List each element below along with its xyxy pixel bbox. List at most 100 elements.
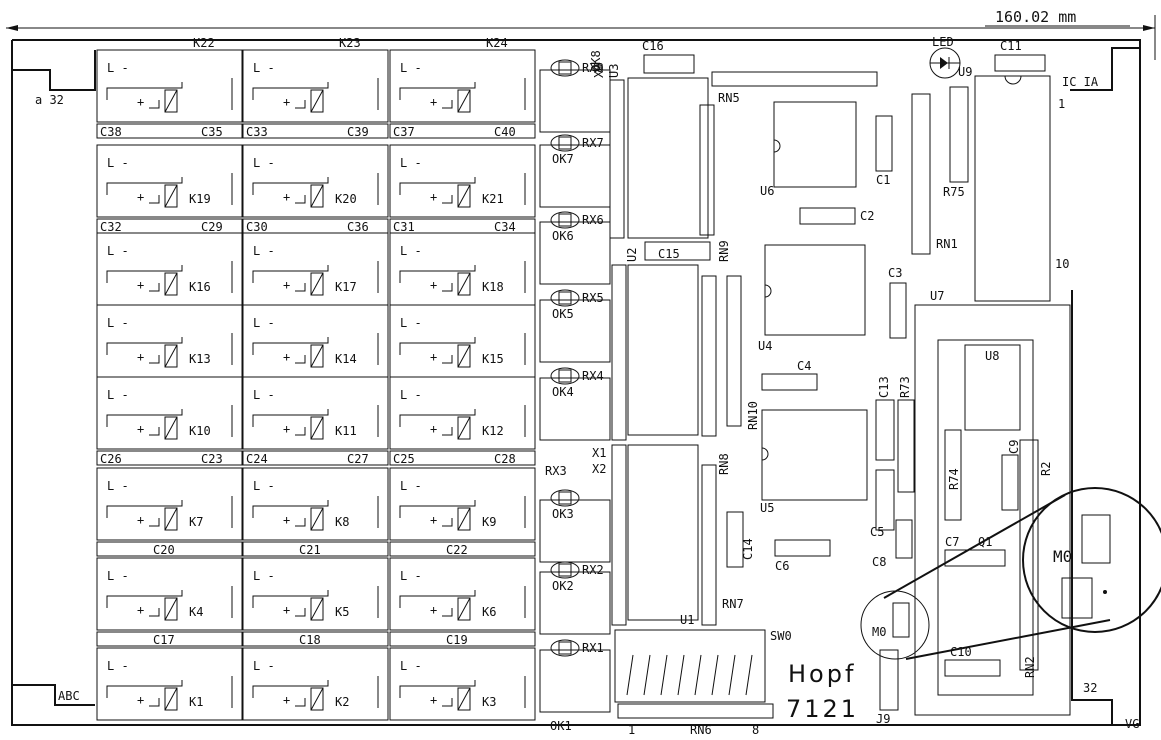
capacitor-c19: C19 <box>389 631 536 647</box>
dip-lever <box>677 654 685 696</box>
relay-label: K10 <box>189 424 211 438</box>
relay-k14: L -+K14 <box>242 304 389 378</box>
relay-k18: L -+K18 <box>389 232 536 306</box>
capacitor-c5 <box>875 469 895 531</box>
label-u5: U5 <box>760 501 774 515</box>
relay-contact-symbol: L - <box>107 388 129 402</box>
capacitor-c10 <box>944 659 1001 677</box>
label-rn2: RN2 <box>1023 656 1037 678</box>
label-c9: C9 <box>1007 440 1021 454</box>
relay-coil-symbol: + <box>430 422 437 436</box>
resistor-r73 <box>897 399 915 493</box>
dip-switch-sw0 <box>614 629 766 703</box>
relay-label: K7 <box>189 515 203 529</box>
relay-k21: L -+K21 <box>389 144 536 218</box>
dip-lever <box>711 654 719 696</box>
relay-k20: L -+K20 <box>242 144 389 218</box>
label-ok4: OK4 <box>552 385 574 399</box>
label-c10: C10 <box>950 645 972 659</box>
relay-contact-symbol: L - <box>253 388 275 402</box>
label-r74: R74 <box>947 468 961 490</box>
relay-coil-symbol: + <box>283 422 290 436</box>
relay-coil-symbol: + <box>430 350 437 364</box>
relay-coil-symbol: + <box>430 190 437 204</box>
relay-k15: L -+K15 <box>389 304 536 378</box>
relay-contact-symbol: L - <box>400 316 422 330</box>
label-u6: U6 <box>760 184 774 198</box>
relay-contact-symbol: L - <box>107 156 129 170</box>
dimension-line: 160.02 mm <box>6 8 1156 60</box>
relay-k10: L -+K10 <box>96 376 243 450</box>
relay-label: K16 <box>189 280 211 294</box>
relay-coil-symbol: + <box>137 603 144 617</box>
relay-label: K3 <box>482 695 496 709</box>
capacitor-c28: C28 <box>389 450 536 466</box>
capacitor-c21: C21 <box>242 541 389 557</box>
relay-label: K8 <box>335 515 349 529</box>
label-r73: R73 <box>898 376 912 398</box>
label-c5: C5 <box>870 525 884 539</box>
relay-label: K12 <box>482 424 504 438</box>
relay-label: K5 <box>335 605 349 619</box>
ic-u6 <box>773 101 857 188</box>
relay-contact-symbol: L - <box>400 479 422 493</box>
ic-u9 <box>974 75 1051 302</box>
capacitor-c23: C23 <box>96 450 243 466</box>
board-outline <box>11 39 1141 726</box>
label-rn8: RN8 <box>717 453 731 475</box>
relay-coil-symbol: + <box>430 603 437 617</box>
capacitor-c7 <box>944 549 1006 567</box>
capacitor-c1 <box>875 115 893 172</box>
edge-label-10: 10 <box>1055 257 1069 271</box>
relay-coil-symbol: + <box>283 603 290 617</box>
label-x2: X2 <box>592 462 606 476</box>
label-rx5: RX5 <box>582 291 604 305</box>
label-rx4: RX4 <box>582 369 604 383</box>
relay-contact-symbol: L - <box>400 659 422 673</box>
relay-k24: L -+K24 <box>389 36 536 123</box>
capacitor-c22: C22 <box>389 541 536 557</box>
label-rx8: RX8 <box>582 61 604 75</box>
relay-coil-symbol: + <box>283 190 290 204</box>
resistor-network-rn8 <box>701 275 717 437</box>
relay-k22: L -+K22 <box>96 36 243 123</box>
capacitor-label: C40 <box>494 125 516 139</box>
label-rn9: RN9 <box>717 240 731 262</box>
capacitor-label: C20 <box>153 543 175 557</box>
capacitor-label: C29 <box>201 220 223 234</box>
resistor-network-rn9 <box>699 104 715 236</box>
capacitor-label: C27 <box>347 452 369 466</box>
label-u2: U2 <box>625 248 639 262</box>
relay-label: K21 <box>482 192 504 206</box>
relay-coil-symbol: + <box>137 350 144 364</box>
label-c6: C6 <box>775 559 789 573</box>
relay-label: K19 <box>189 192 211 206</box>
relay-contact-symbol: L - <box>107 569 129 583</box>
resistor-network-rn1 <box>911 93 931 255</box>
resistor-network-rn2 <box>1019 439 1039 671</box>
label-rn6: RN6 <box>690 723 712 737</box>
label-rn7: RN7 <box>722 597 744 611</box>
label-c3: C3 <box>888 266 902 280</box>
relay-k7: L -+K7 <box>96 467 243 541</box>
label-r75: R75 <box>943 185 965 199</box>
label-ok6: OK6 <box>552 229 574 243</box>
relay-k3: L -+K3 <box>389 647 536 721</box>
capacitor-label: C22 <box>446 543 468 557</box>
capacitor-c27: C27 <box>242 450 389 466</box>
relay-k9: L -+K9 <box>389 467 536 541</box>
dip-lever <box>626 654 634 696</box>
label-rx6: RX6 <box>582 213 604 227</box>
label-rx3: RX3 <box>545 464 567 478</box>
relay-coil-symbol: + <box>430 95 437 109</box>
label-ok1: OK1 <box>550 719 572 733</box>
edge-label-32: 32 <box>1083 681 1097 695</box>
capacitor-label: C31 <box>393 220 415 234</box>
capacitor-label: C17 <box>153 633 175 647</box>
